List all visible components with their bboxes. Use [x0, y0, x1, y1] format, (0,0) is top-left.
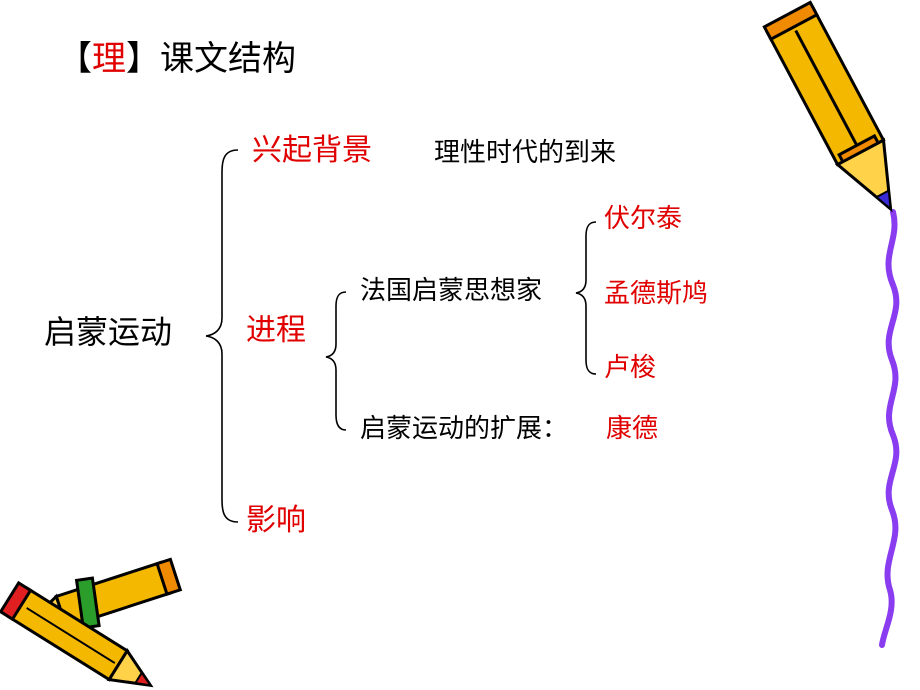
branch-influence: 影响 — [246, 503, 306, 538]
page-title: 【理】课文结构 — [58, 42, 296, 76]
expansion-label: 启蒙运动的扩展： — [360, 414, 569, 444]
pencils-pair-icon — [0, 557, 183, 688]
branch-background: 兴起背景 — [252, 133, 372, 168]
process-brace — [325, 291, 347, 431]
french-thinkers-label: 法国启蒙思想家 — [360, 276, 543, 306]
expansion-name: 康德 — [606, 414, 659, 444]
background-note: 理性时代的到来 — [434, 138, 617, 168]
thinkers-brace — [575, 221, 597, 375]
title-bracket-open: 【 — [58, 39, 92, 79]
branch-process: 进程 — [246, 313, 306, 348]
squiggle-line — [879, 209, 900, 648]
root-node: 启蒙运动 — [44, 313, 173, 351]
title-text: 课文结构 — [160, 39, 296, 79]
title-bracket-close: 】 — [126, 39, 160, 79]
title-highlight: 理 — [92, 39, 126, 79]
thinker-name: 伏尔泰 — [604, 204, 683, 234]
thinker-name: 孟德斯鸠 — [604, 279, 709, 309]
main-brace — [205, 149, 239, 523]
thinker-name: 卢梭 — [604, 353, 657, 383]
pencil-icon — [762, 0, 893, 213]
